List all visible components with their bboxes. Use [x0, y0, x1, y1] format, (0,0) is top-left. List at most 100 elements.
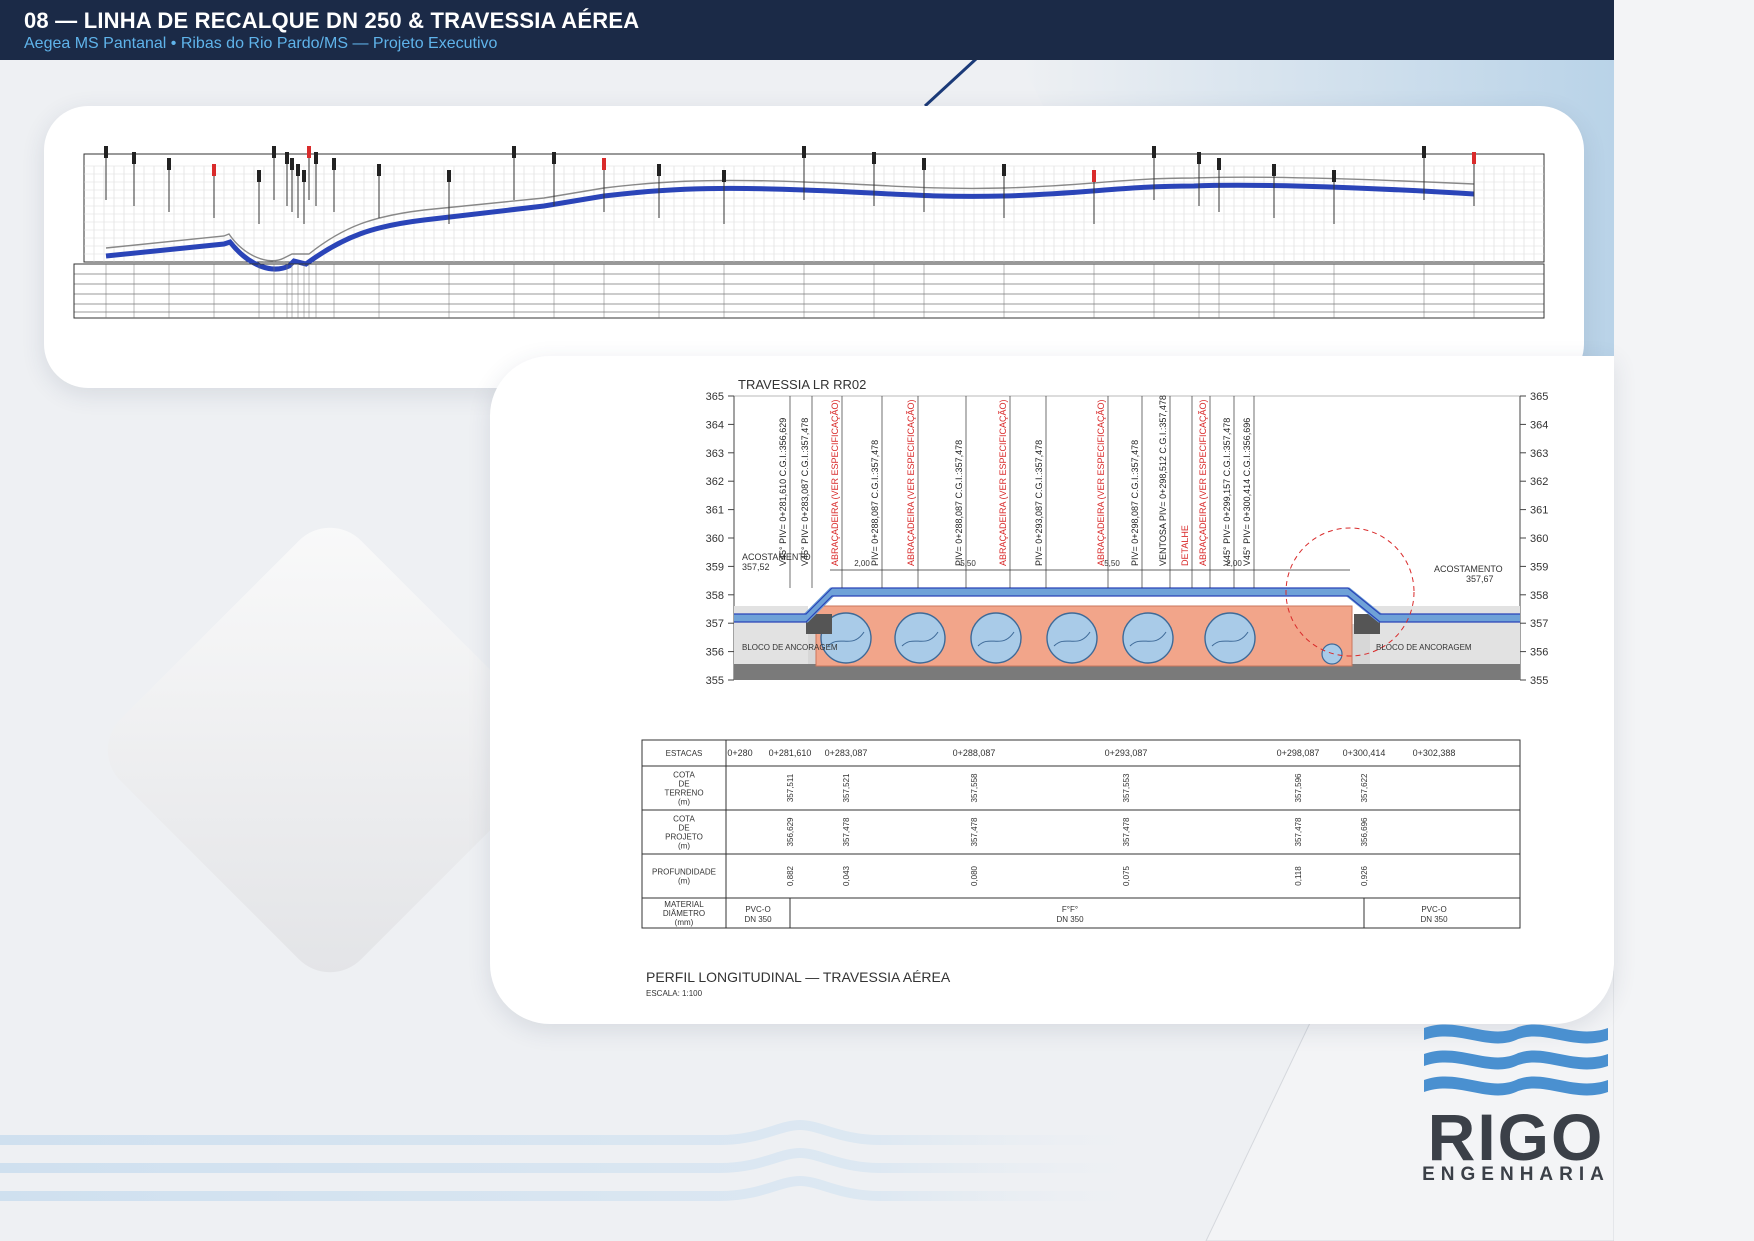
aerial-pipeline [734, 587, 1520, 623]
station-tag [377, 164, 381, 176]
vertical-annotation: V45° PIV= 0+299,157 C.G.I.:357,478 [1222, 418, 1232, 566]
dimension-label: 5,50 [960, 559, 976, 568]
table-material: PVC-O [1421, 905, 1446, 914]
table-row-header: (m) [678, 842, 690, 851]
right-margin-panel [1614, 0, 1754, 1241]
vertical-annotation: PIV= 0+298,087 C.G.I.:357,478 [1130, 440, 1140, 566]
table-estaca: 0+300,414 [1343, 748, 1386, 758]
station-tag [257, 170, 261, 182]
table-row-header: TERRENO [664, 789, 703, 798]
station-tag [922, 158, 926, 170]
base-slab [734, 664, 1520, 680]
table-terreno: 357,521 [842, 773, 851, 802]
elevation-tick-left: 362 [706, 476, 724, 488]
slide-title: 08 — LINHA DE RECALQUE DN 250 & TRAVESSI… [24, 8, 640, 33]
table-row-header: DIÂMETRO [663, 909, 705, 918]
elevation-tick-right: 365 [1530, 391, 1548, 403]
table-row-header: PROJETO [665, 833, 703, 842]
slide-subtitle: Aegea MS Pantanal • Ribas do Rio Pardo/M… [24, 35, 498, 52]
table-terreno: 357,622 [1360, 773, 1369, 802]
table-row-header: MATERIAL [664, 900, 704, 909]
elevation-tick-left: 360 [706, 533, 724, 545]
elevation-tick-left: 364 [706, 419, 724, 431]
table-estaca: 0+293,087 [1105, 748, 1148, 758]
profile-overview-card [44, 106, 1584, 388]
drawing-title: TRAVESSIA LR RR02 [738, 377, 866, 392]
table-terreno: 357,511 [786, 773, 795, 802]
decorative-diamond [107, 527, 553, 973]
culvert-pipe [1046, 612, 1098, 664]
station-tag [314, 152, 318, 164]
station-tag [1272, 164, 1276, 176]
station-tag [104, 146, 108, 158]
vertical-annotation: PIV= 0+288,087 C.G.I.:357,478 [954, 440, 964, 566]
table-row-header: ESTACAS [666, 749, 703, 758]
vertical-annotation: ABRAÇADEIRA (VER ESPECIFICAÇÃO) [830, 399, 840, 566]
overview-table [73, 263, 1545, 319]
station-tag [167, 158, 171, 170]
left-shoulder-label: ACOSTAMENTO [742, 552, 811, 562]
station-tag [512, 146, 516, 158]
station-tag [1092, 170, 1096, 182]
culvert-pipe [1204, 612, 1256, 664]
elevation-tick-right: 358 [1530, 590, 1548, 602]
vertical-annotation: PIV= 0+293,087 C.G.I.:357,478 [1034, 440, 1044, 566]
table-estaca: 0+288,087 [953, 748, 996, 758]
table-profundidade: 0,882 [786, 865, 795, 886]
pipeline-line [105, 182, 1475, 272]
dimension-label: 2,00 [1226, 559, 1242, 568]
elevation-tick-right: 364 [1530, 419, 1548, 431]
station-tag [872, 152, 876, 164]
profile-data-table [641, 739, 1521, 929]
station-tag [285, 152, 289, 164]
elevation-tick-right: 357 [1530, 618, 1548, 630]
culvert-pipe [894, 612, 946, 664]
right-shoulder-value: 357,67 [1466, 574, 1494, 584]
culvert-pipe [1122, 612, 1174, 664]
station-tag [302, 170, 306, 182]
elevation-tick-right: 356 [1530, 647, 1548, 659]
left-anchor-label: BLOCO DE ANCORAGEM [742, 643, 838, 652]
table-material: PVC-O [745, 905, 770, 914]
elevation-tick-left: 363 [706, 448, 724, 460]
station-tag [552, 152, 556, 164]
table-row-header: (m) [678, 877, 690, 886]
table-projeto: 357,478 [1294, 817, 1303, 846]
table-material: F°F° [1062, 905, 1078, 914]
wave-logo-icon [1424, 1024, 1608, 1096]
station-tag [1217, 158, 1221, 170]
culvert-pipe [820, 612, 872, 664]
elevation-tick-right: 363 [1530, 448, 1548, 460]
table-estaca: 0+298,087 [1277, 748, 1320, 758]
elevation-tick-left: 365 [706, 391, 724, 403]
table-row-header: COTA [673, 815, 695, 824]
table-projeto: 356,696 [1360, 817, 1369, 846]
elevation-tick-left: 358 [706, 590, 724, 602]
station-tag [1332, 170, 1336, 182]
table-profundidade: 0,926 [1360, 865, 1369, 886]
table-diameter: DN 350 [744, 915, 772, 924]
table-diameter: DN 350 [1056, 915, 1084, 924]
station-tag [212, 164, 216, 176]
logo-subtitle: ENGENHARIA [1422, 1164, 1610, 1185]
station-tag [1422, 146, 1426, 158]
vertical-annotation: ABRAÇADEIRA (VER ESPECIFICAÇÃO) [1198, 399, 1208, 566]
table-profundidade: 0,080 [970, 865, 979, 886]
dimension-label: 2,00 [854, 559, 870, 568]
vertical-annotation: DETALHE [1180, 525, 1190, 566]
table-row-header: (m) [678, 798, 690, 807]
right-anchor-block [1354, 614, 1380, 634]
table-row-header: PROFUNDIDADE [652, 868, 716, 877]
vertical-annotation: V45° PIV= 0+281,610 C.G.I.:356,629 [778, 418, 788, 566]
slide-header: 08 — LINHA DE RECALQUE DN 250 & TRAVESSI… [0, 0, 1614, 60]
small-culvert [1321, 643, 1343, 665]
vertical-annotation: ABRAÇADEIRA (VER ESPECIFICAÇÃO) [1096, 399, 1106, 566]
station-tag [447, 170, 451, 182]
table-projeto: 357,478 [970, 817, 979, 846]
right-anchor-label: BLOCO DE ANCORAGEM [1376, 643, 1472, 652]
table-estaca: 0+281,610 [769, 748, 812, 758]
station-tag [802, 146, 806, 158]
dimension-label: 5,50 [1104, 559, 1120, 568]
profile-scale: ESCALA: 1:100 [646, 989, 703, 998]
